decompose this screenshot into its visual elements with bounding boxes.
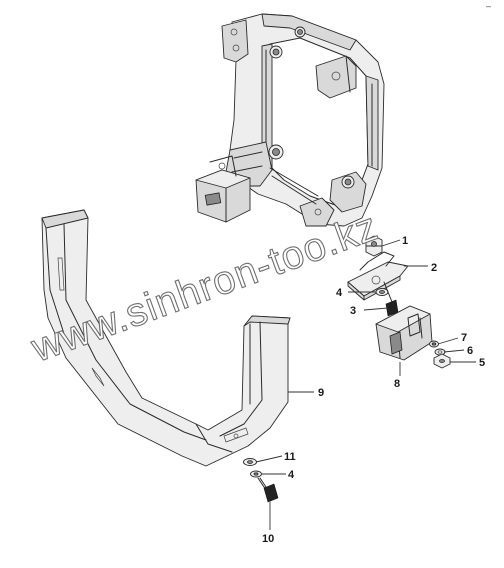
bracket-part-9 bbox=[41, 209, 291, 467]
nut-part-1 bbox=[365, 235, 383, 257]
callout-9: 9 bbox=[318, 387, 324, 399]
callout-10: 10 bbox=[262, 533, 274, 545]
washer-part-4-lower bbox=[250, 470, 262, 478]
callout-1: 1 bbox=[402, 235, 408, 247]
washer-part-4 bbox=[375, 288, 389, 296]
rubber-mount-part-8 bbox=[375, 305, 433, 361]
leader-lines bbox=[255, 239, 476, 530]
washer-part-11 bbox=[243, 458, 257, 466]
callout-8: 8 bbox=[394, 378, 400, 390]
callout-6: 6 bbox=[467, 345, 473, 357]
corner-mark: – bbox=[486, 1, 491, 11]
callout-2: 2 bbox=[431, 262, 437, 274]
callout-3: 3 bbox=[350, 305, 356, 317]
nut-part-5 bbox=[433, 353, 451, 369]
callout-11: 11 bbox=[284, 451, 296, 463]
plate-part-2 bbox=[347, 251, 409, 301]
callout-5: 5 bbox=[479, 357, 485, 369]
callout-4b: 4 bbox=[288, 469, 295, 481]
callout-7: 7 bbox=[461, 332, 467, 344]
callout-numbers: 1 2 3 4 4 5 6 7 8 9 10 11 bbox=[262, 235, 485, 545]
bolt-part-3 bbox=[383, 281, 399, 317]
washer-part-7 bbox=[429, 340, 439, 348]
lock-washer-part-6 bbox=[434, 348, 446, 356]
callout-4a: 4 bbox=[336, 287, 343, 299]
bolt-part-10 bbox=[257, 477, 279, 503]
frame-assembly bbox=[195, 13, 385, 227]
